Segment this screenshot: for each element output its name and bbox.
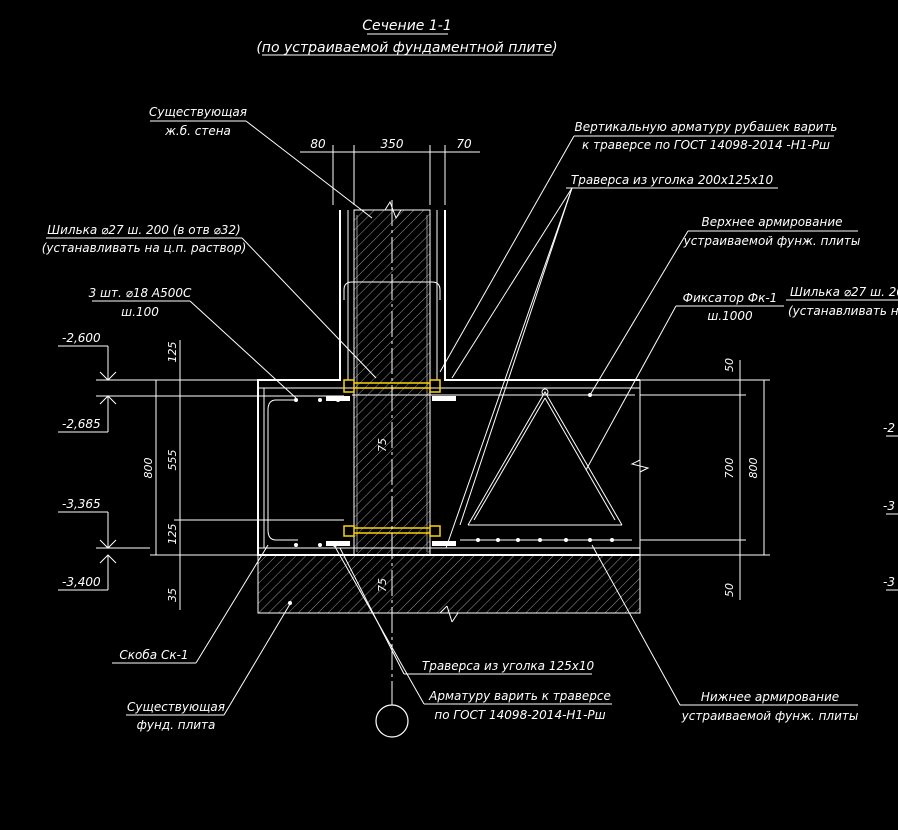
svg-text:устраиваемой фунж. плиты: устраиваемой фунж. плиты	[681, 709, 859, 723]
svg-text:Вертикальную арматуру рубашек: Вертикальную арматуру рубашек варить	[574, 120, 837, 134]
dim-wall-75b: 75	[376, 578, 389, 592]
svg-text:по ГОСТ 14098-2014-Н1-Рш: по ГОСТ 14098-2014-Н1-Рш	[434, 708, 605, 722]
dim-left-35: 35	[166, 588, 179, 602]
svg-text:3 шт. ⌀18 А500С: 3 шт. ⌀18 А500С	[89, 286, 192, 300]
right-dimensions: 50 700 50 800	[640, 358, 770, 600]
svg-text:Верхнее армирование: Верхнее армирование	[702, 215, 843, 229]
svg-text:Скоба Ск-1: Скоба Ск-1	[119, 648, 188, 662]
dim-right-50a: 50	[723, 358, 736, 372]
dim-left-555: 555	[166, 450, 179, 471]
right-level-1: -2	[883, 421, 895, 435]
level-3400: -3,400	[62, 575, 101, 589]
callout-bottom-reinforcement: Нижнее армирование устраиваемой фунж. пл…	[591, 544, 859, 723]
svg-text:Траверса из уголка 125х10: Траверса из уголка 125х10	[422, 659, 595, 673]
svg-text:Шилька ⌀27 ш. 200 (в отв ⌀32): Шилька ⌀27 ш. 200 (в отв ⌀32)	[47, 223, 240, 237]
svg-text:к траверсе по ГОСТ 14098-2014: к траверсе по ГОСТ 14098-2014 -Н1-Рш	[582, 138, 830, 152]
svg-text:устраиваемой фунж. плиты: устраиваемой фунж. плиты	[683, 234, 861, 248]
svg-text:Существующая: Существующая	[127, 700, 225, 714]
svg-text:ш.1000: ш.1000	[707, 309, 753, 323]
axis-marker	[375, 200, 409, 738]
title-line-1: Сечение 1-1	[362, 18, 451, 34]
dim-left-125a: 125	[166, 342, 179, 363]
svg-text:Траверса из уголка 200х125х10: Траверса из уголка 200х125х10	[571, 173, 774, 187]
svg-text:фунд. плита: фунд. плита	[137, 718, 216, 732]
svg-text:Фиксатор Фк-1: Фиксатор Фк-1	[683, 291, 778, 305]
svg-text:Арматуру варить к траверсе: Арматуру варить к траверсе	[428, 689, 611, 703]
right-level-2: -3	[883, 499, 895, 513]
svg-text:Нижнее армирование: Нижнее армирование	[701, 690, 839, 704]
dim-right-700: 700	[723, 458, 736, 479]
callout-angle-200: Траверса из уголка 200х125х10	[445, 173, 778, 549]
callout-top-reinforcement: Верхнее армирование устраиваемой фунж. п…	[589, 215, 861, 396]
callout-weld-vertical: Вертикальную арматуру рубашек варить к т…	[439, 120, 838, 373]
callout-bracket: Скоба Ск-1	[112, 544, 269, 664]
svg-text:(устанавливать н: (устанавливать н	[788, 304, 898, 318]
title-line-2: (по устраиваемой фундаментной плите)	[256, 40, 557, 56]
svg-text:(устанавливать на ц.п. раствор: (устанавливать на ц.п. раствор)	[42, 241, 247, 255]
dim-left-125b: 125	[166, 524, 179, 545]
dim-left-800: 800	[142, 458, 155, 479]
callout-fixator: Фиксатор Фк-1 ш.1000	[585, 291, 784, 471]
dim-top-80: 80	[310, 137, 326, 151]
existing-foundation-slab	[257, 554, 641, 623]
svg-text:ж.б. стена: ж.б. стена	[164, 124, 231, 138]
right-level-3: -3	[883, 575, 895, 589]
level-2600: -2,600	[62, 331, 101, 345]
callout-stud-bolt-right: Шилька ⌀27 ш. 200 (устанавливать н	[786, 285, 898, 318]
callout-rebar: 3 шт. ⌀18 А500С ш.100	[89, 286, 297, 399]
svg-text:Существующая: Существующая	[149, 105, 247, 119]
top-dimensions: 80 350 70	[300, 137, 480, 205]
callout-angle-125: Траверса из уголка 125х10	[339, 547, 595, 675]
dim-top-350: 350	[381, 137, 404, 151]
callout-weld-rebar: Арматуру варить к траверсе по ГОСТ 14098…	[333, 544, 612, 722]
level-2685: -2,685	[62, 417, 101, 431]
level-marks: -2,600 -2,685 -3,365 -3,400 -2 -3 -3	[58, 331, 898, 591]
dim-wall-75a: 75	[376, 438, 389, 452]
new-slab-outline	[257, 210, 650, 556]
level-3365: -3,365	[62, 497, 101, 511]
callout-existing-slab: Существующая фунд. плита	[126, 601, 292, 732]
svg-text:Шилька ⌀27 ш. 200: Шилька ⌀27 ш. 200	[790, 285, 898, 299]
dim-right-50b: 50	[723, 583, 736, 597]
callout-stud-bolt: Шилька ⌀27 ш. 200 (в отв ⌀32) (устанавли…	[42, 223, 377, 379]
dim-right-800: 800	[747, 458, 760, 479]
svg-text:ш.100: ш.100	[121, 305, 159, 319]
left-dimensions: 125 555 125 35 800 75 75	[142, 340, 389, 610]
callout-existing-wall: Существующая ж.б. стена	[149, 105, 373, 219]
dim-top-70: 70	[456, 137, 472, 151]
